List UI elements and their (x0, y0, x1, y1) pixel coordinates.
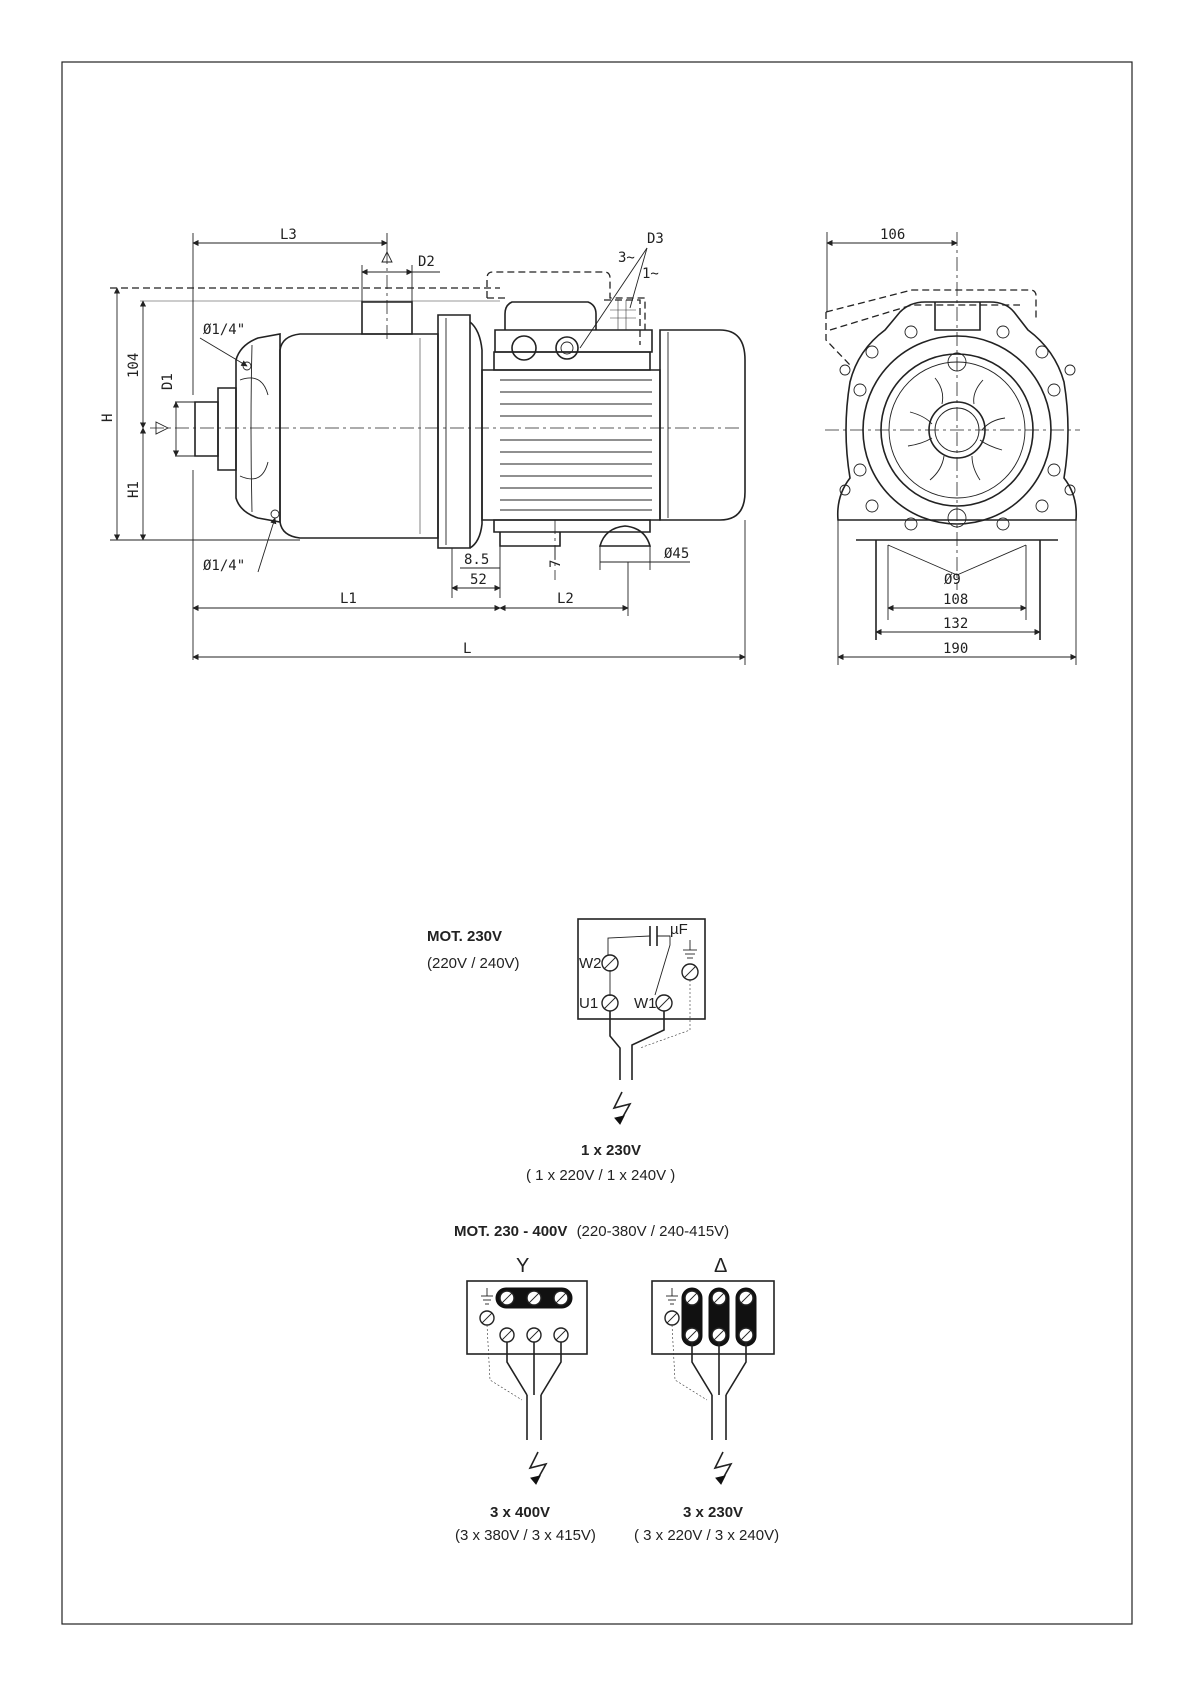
dim-190: 190 (943, 641, 968, 657)
dim-D3: D3 (647, 231, 664, 247)
label-3-phase: 3~ (618, 250, 635, 266)
single-phase-title: MOT. 230V (427, 928, 502, 945)
star-supply: 3 x 400V (490, 1504, 550, 1521)
single-phase-subtitle: (220V / 240V) (427, 955, 520, 972)
pump-side-view (110, 248, 745, 580)
dim-L2: L2 (557, 591, 574, 607)
impeller-vanes (908, 378, 1005, 480)
cable-gland-detail (610, 300, 636, 330)
dim-104: 104 (126, 353, 142, 378)
dim-L1: L1 (340, 591, 357, 607)
dim-8-5: 8.5 (464, 552, 489, 568)
dim-108: 108 (943, 592, 968, 608)
dim-L: L (463, 641, 471, 657)
earth-icon (666, 1288, 678, 1304)
terminal-label-w2: W2 (579, 955, 602, 972)
earth-icon (481, 1288, 493, 1304)
star-supply-alt: (3 x 380V / 3 x 415V) (455, 1527, 596, 1544)
three-phase-title-suffix: (220-380V / 240-415V) (577, 1223, 730, 1240)
delta-connection: Δ 3 x 230V ( 3 x 220V / 3 (634, 1255, 779, 1544)
terminal-label-w1: W1 (634, 995, 657, 1012)
delta-symbol: Δ (714, 1255, 727, 1277)
dim-L3: L3 (280, 227, 297, 243)
dim-plug-bottom: Ø1/4" (203, 558, 245, 574)
star-symbol: Y (516, 1255, 529, 1277)
earth-icon (683, 940, 697, 958)
delta-supply: 3 x 230V (683, 1504, 743, 1521)
single-phase-supply-alt: ( 1 x 220V / 1 x 240V ) (526, 1167, 675, 1184)
dim-dia-9: Ø9 (944, 572, 961, 588)
three-phase-wiring: MOT. 230 - 400V (220-380V / 240-415V) Y (454, 1223, 779, 1544)
dim-106: 106 (880, 227, 905, 243)
dim-7: 7 (548, 560, 564, 568)
dim-H1: H1 (126, 481, 142, 498)
star-connection: Y 3 x 400V (3 x 380V / 3 x 415V) (455, 1255, 596, 1544)
three-phase-title: MOT. 230 - 400V (454, 1223, 567, 1240)
dim-dia-45: Ø45 (664, 546, 689, 562)
dim-D1: D1 (160, 373, 176, 390)
dim-plug-top: Ø1/4" (203, 322, 245, 338)
svg-text:MOT. 230 - 400V (220-380: MOT. 230 - 400V (220-380V / 240-415V) (454, 1223, 729, 1240)
dim-D2: D2 (418, 254, 435, 270)
side-view-dimensions: L3 D2 D3 3~ 1~ Ø1/4" Ø1/4" 104 H D1 H1 (100, 227, 745, 665)
sheet-border (62, 62, 1132, 1624)
dim-52: 52 (470, 572, 487, 588)
single-phase-wiring: MOT. 230V (220V / 240V) µF W2 U1 W1 (427, 919, 705, 1184)
delta-supply-alt: ( 3 x 220V / 3 x 240V) (634, 1527, 779, 1544)
motor-cooling-fins (500, 380, 652, 510)
label-1-phase: 1~ (642, 266, 659, 282)
single-phase-supply: 1 x 230V (581, 1142, 641, 1159)
terminal-label-u1: U1 (579, 995, 598, 1012)
bolt-holes (840, 326, 1075, 530)
dim-132: 132 (943, 616, 968, 632)
dim-H: H (100, 414, 116, 422)
capacitor-label: µF (670, 921, 688, 938)
